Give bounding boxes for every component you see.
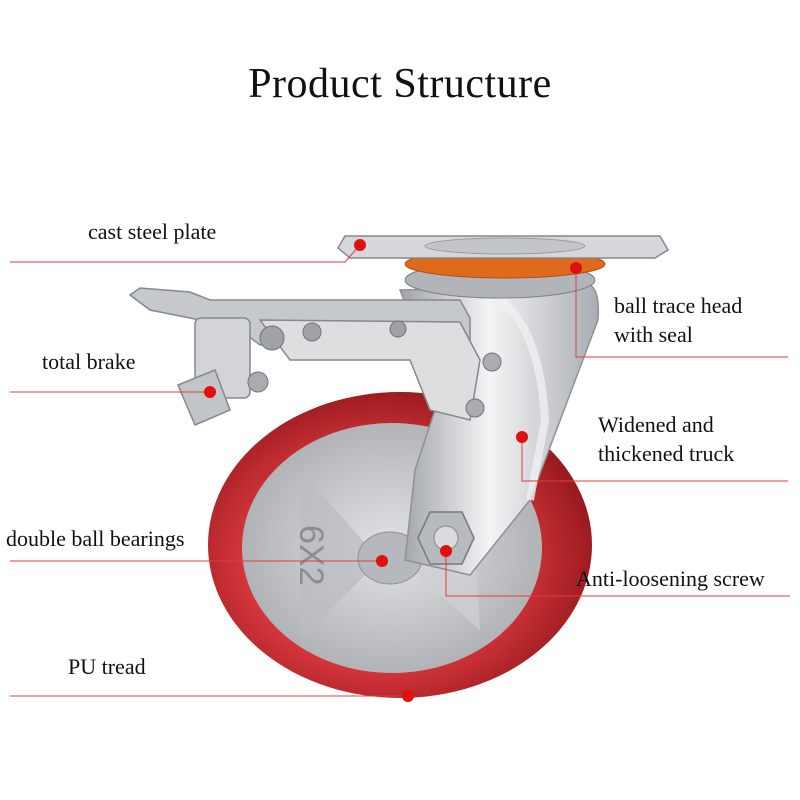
label-cast-steel-plate: cast steel plate: [88, 219, 217, 244]
brake-assembly: [128, 287, 502, 426]
label-total-brake: total brake: [42, 349, 136, 374]
swivel-head: [337, 235, 670, 299]
axle-bolt: [417, 511, 475, 565]
marker-dot-double-ball-bearings: [376, 555, 388, 567]
marker-dot-widened-truck: [516, 431, 528, 443]
marker-dot-pu-tread: [402, 690, 414, 702]
marker-dot-total-brake: [204, 386, 216, 398]
leader-anti-loosening-screw: [445, 551, 790, 597]
label-ball-trace-head: ball trace head with seal: [614, 292, 742, 349]
marker-dot-cast-steel-plate: [354, 239, 366, 251]
leader-cast-steel-plate: [10, 244, 361, 263]
wheel-marking: 6X2: [292, 525, 330, 586]
leader-widened-truck: [521, 437, 788, 482]
label-widened-truck-line1: Widened and: [598, 412, 714, 437]
marker-dot-ball-trace-head: [570, 262, 582, 274]
page-title: Product Structure: [248, 61, 552, 107]
marker-dot-anti-loosening-screw: [440, 545, 452, 557]
label-ball-trace-head-line2: with seal: [614, 321, 693, 347]
label-widened-truck-line2: thickened truck: [598, 440, 735, 466]
label-ball-trace-head-line1: ball trace head: [614, 293, 743, 318]
leader-ball-trace-head: [575, 268, 788, 358]
label-double-ball-bearings: double ball bearings: [6, 526, 185, 551]
label-anti-loosening-screw: Anti-loosening screw: [576, 566, 765, 591]
marker-dots: [204, 239, 582, 702]
label-pu-tread: PU tread: [68, 654, 146, 679]
leader-lines: [10, 244, 790, 697]
label-widened-truck: Widened and thickened truck: [598, 411, 734, 468]
